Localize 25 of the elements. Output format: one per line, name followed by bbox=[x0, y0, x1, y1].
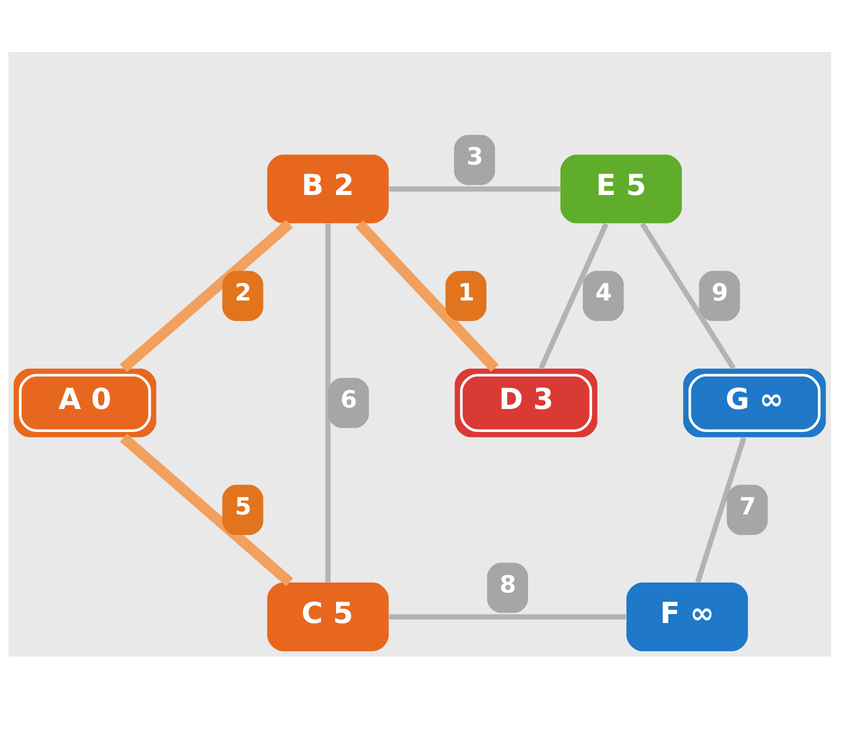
node-box: D 3 bbox=[454, 368, 598, 437]
connector bbox=[325, 223, 331, 582]
edge-label: 5 bbox=[234, 492, 252, 520]
connector bbox=[695, 436, 746, 583]
edge-label: 4 bbox=[595, 278, 612, 306]
connector bbox=[356, 220, 499, 372]
connector bbox=[640, 222, 736, 370]
edge-label: 6 bbox=[340, 384, 358, 413]
connector bbox=[120, 433, 294, 586]
node-box: F ∞ bbox=[626, 582, 748, 651]
edge-label: 2 bbox=[234, 278, 252, 306]
edge-label: 8 bbox=[500, 570, 516, 598]
node-box: C 5 bbox=[267, 582, 389, 651]
connector bbox=[389, 186, 560, 192]
node-box: G ∞ bbox=[683, 368, 826, 437]
edge-label: 1 bbox=[458, 278, 475, 306]
edge-label: 3 bbox=[466, 142, 484, 170]
connector bbox=[388, 614, 626, 619]
connector bbox=[538, 222, 608, 369]
node-box: A 0 bbox=[14, 368, 156, 437]
edge-label: 7 bbox=[739, 492, 756, 520]
edge-label: 9 bbox=[712, 278, 728, 306]
connector bbox=[120, 219, 293, 372]
node-box: B 2 bbox=[267, 154, 389, 223]
node-box: E 5 bbox=[560, 154, 682, 223]
